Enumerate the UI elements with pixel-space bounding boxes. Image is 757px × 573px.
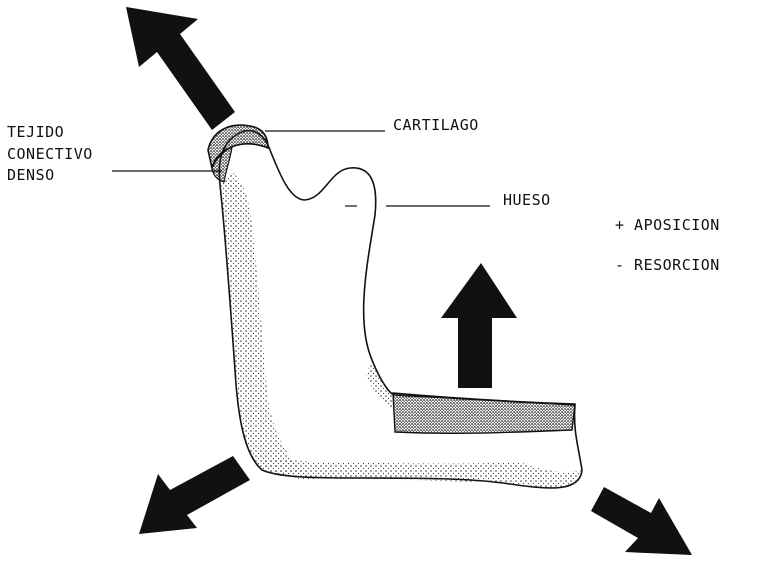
arrow-up-left xyxy=(126,7,235,130)
arrow-up xyxy=(441,263,517,388)
legend-resorcion: - RESORCION xyxy=(615,256,720,275)
label-conectivo: CONECTIVO xyxy=(7,145,93,164)
bone-shape xyxy=(219,131,582,488)
arrow-down-left xyxy=(139,456,250,534)
label-tejido: TEJIDO xyxy=(7,123,64,142)
legend-aposicion: + APOSICION xyxy=(615,216,720,235)
leader-lines xyxy=(112,131,490,206)
label-hueso: HUESO xyxy=(503,191,551,210)
label-cartilago: CARTILAGO xyxy=(393,116,479,135)
arrow-down-right xyxy=(591,487,692,555)
label-denso: DENSO xyxy=(7,166,55,185)
dense-band xyxy=(393,393,575,433)
